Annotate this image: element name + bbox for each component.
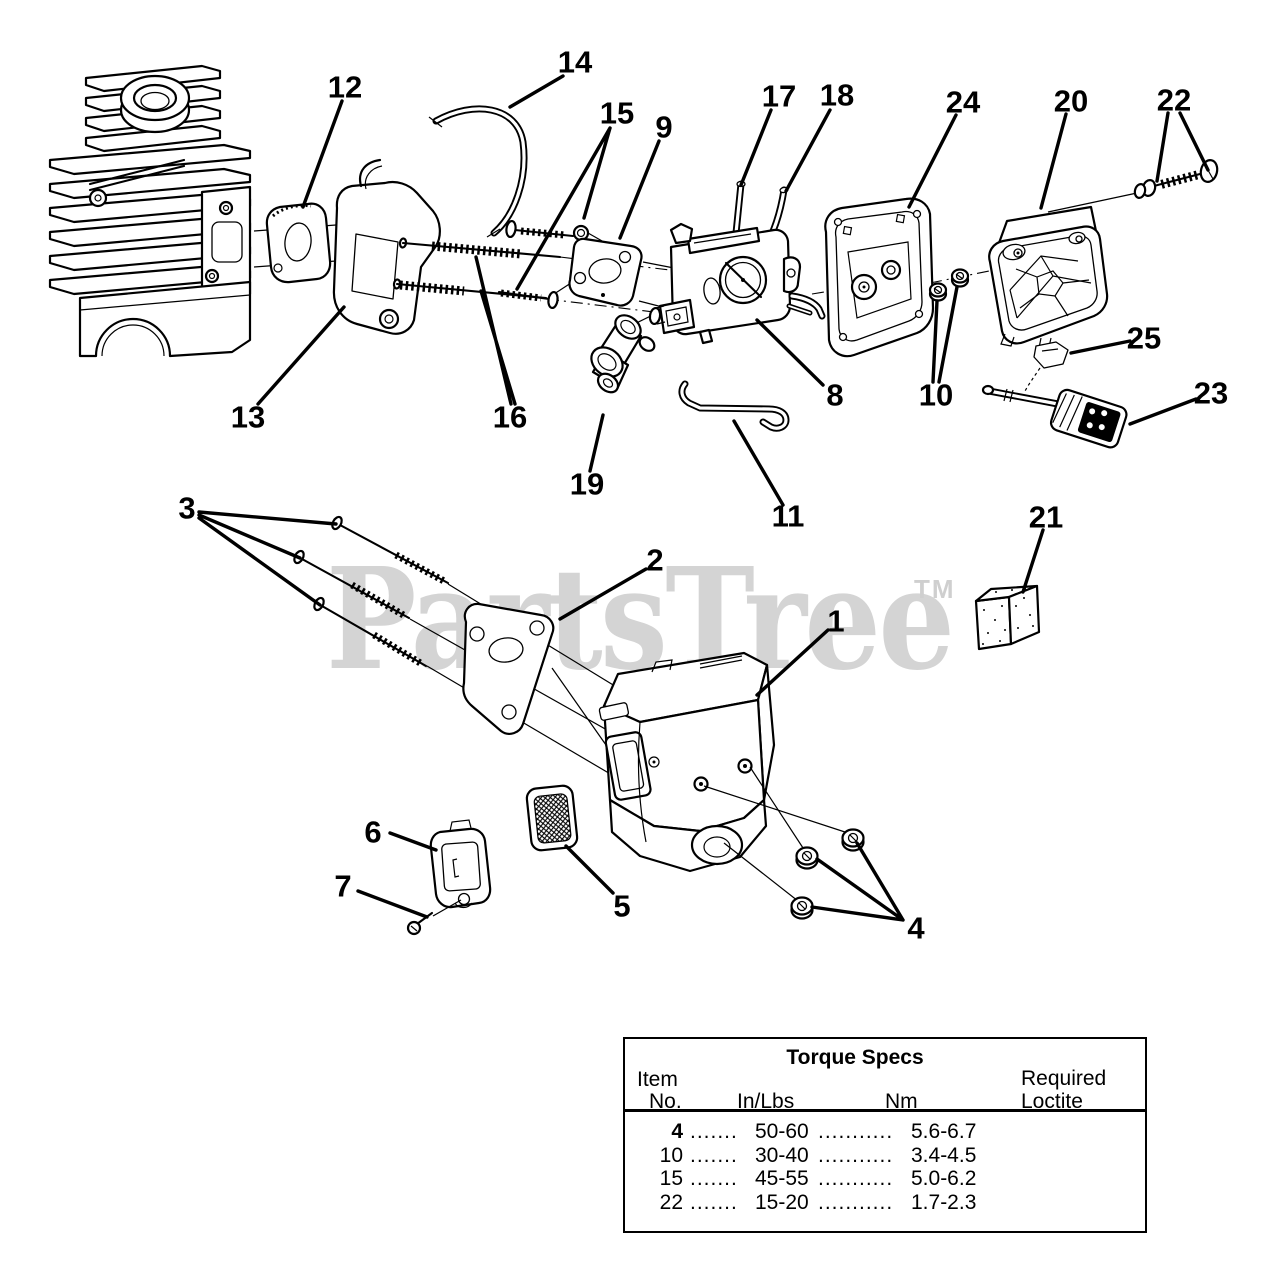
cylinder-part [48,64,252,358]
carb-nuts-part [928,268,970,302]
callout-12: 12 [327,69,363,105]
callout-20: 20 [1053,83,1089,119]
callout-9: 9 [655,109,673,145]
table-row: 10 ....... 30-40 ........... 3.4-4.5 [625,1145,1145,1169]
header-nm: Nm [885,1090,918,1113]
row-item: 4 [671,1120,683,1143]
row-item: 10 [659,1143,683,1167]
callout-10: 10 [918,377,954,413]
callout-22: 22 [1156,82,1192,118]
row-inlbs: 30-40 [755,1143,809,1167]
row-dots: ....... [690,1144,738,1166]
row-dots: ....... [690,1191,738,1213]
throttle-link-part [678,380,790,432]
row-item: 22 [659,1190,683,1214]
muffler-screws-part [293,515,450,668]
callout-6: 6 [364,814,382,850]
callout-17: 17 [761,78,797,114]
watermark-tm: TM [914,574,956,604]
row-dots: ....... [690,1168,738,1189]
callout-15: 15 [599,95,635,131]
table-rows: 4 ....... 50-60 ........... 5.6-6.7 10 .… [625,1121,1145,1215]
callout-24: 24 [945,84,981,120]
callout-3: 3 [178,490,196,526]
clip-part [1023,341,1069,394]
torque-specs-table: Torque Specs Item No. In/Lbs Nm Required… [623,1037,1147,1233]
airfilter-backplate-part [824,197,935,358]
muffler-nuts-part [790,828,865,920]
row-nm: 1.7-2.3 [911,1190,977,1214]
table-row: 15 ....... 45-55 ........... 5.0-6.2 [625,1168,1145,1192]
callout-11: 11 [771,498,805,534]
air-filter-part [988,205,1109,349]
row-dots: ........... [818,1121,894,1142]
row-dots: ........... [818,1168,894,1189]
callout-4: 4 [907,910,925,946]
row-nm: 5.0-6.2 [911,1167,977,1190]
foam-block-part [974,584,1041,651]
row-dots: ....... [690,1121,738,1142]
row-inlbs: 50-60 [755,1120,809,1143]
callout-5: 5 [613,888,631,924]
leader-lines [197,74,1210,922]
header-loctite: Loctite [1021,1090,1083,1113]
callout-18: 18 [819,77,855,113]
carb-bracket-part [332,158,441,335]
carb-gasket-part [568,237,643,307]
muffler-part [598,651,776,873]
table-row: 22 ....... 15-20 ........... 1.7-2.3 [625,1192,1145,1216]
deflector-part [429,819,492,909]
row-inlbs: 45-55 [755,1167,809,1190]
carburetor-part [648,222,826,345]
callout-16: 16 [492,399,528,435]
row-dots: ........... [818,1144,894,1166]
callout-13: 13 [230,399,266,435]
header-required: Required [1021,1067,1107,1090]
callout-8: 8 [826,377,844,413]
intake-gasket-part [265,202,332,284]
row-inlbs: 15-20 [755,1190,809,1214]
switch-assembly-part [981,384,1128,449]
header-item: Item [637,1068,678,1091]
assembly-lines-front [432,766,849,917]
row-nm: 5.6-6.7 [911,1120,977,1143]
carb-screws-part [497,219,590,310]
muffler-gasket-part [462,602,555,735]
callout-25: 25 [1126,320,1162,356]
callout-7: 7 [334,868,352,904]
purge-assembly-part [590,314,656,394]
table-header: Torque Specs Item No. In/Lbs Nm Required… [625,1039,1145,1112]
spark-arrestor-part [525,784,579,852]
header-inlbs: In/Lbs [737,1090,795,1113]
row-nm: 3.4-4.5 [911,1143,977,1167]
header-no: No. [649,1090,682,1113]
table-row: 4 ....... 50-60 ........... 5.6-6.7 [625,1121,1145,1145]
deflector-screw-part [406,911,434,936]
callout-1: 1 [827,603,845,639]
callout-14: 14 [557,44,593,80]
row-dots: ........... [818,1191,894,1213]
callout-19: 19 [569,466,605,502]
callout-2: 2 [646,542,664,578]
table-title: Torque Specs [786,1046,924,1069]
fuel-line-part [428,105,528,238]
callout-21: 21 [1028,499,1064,535]
callout-23: 23 [1193,375,1229,411]
row-item: 15 [659,1167,683,1190]
